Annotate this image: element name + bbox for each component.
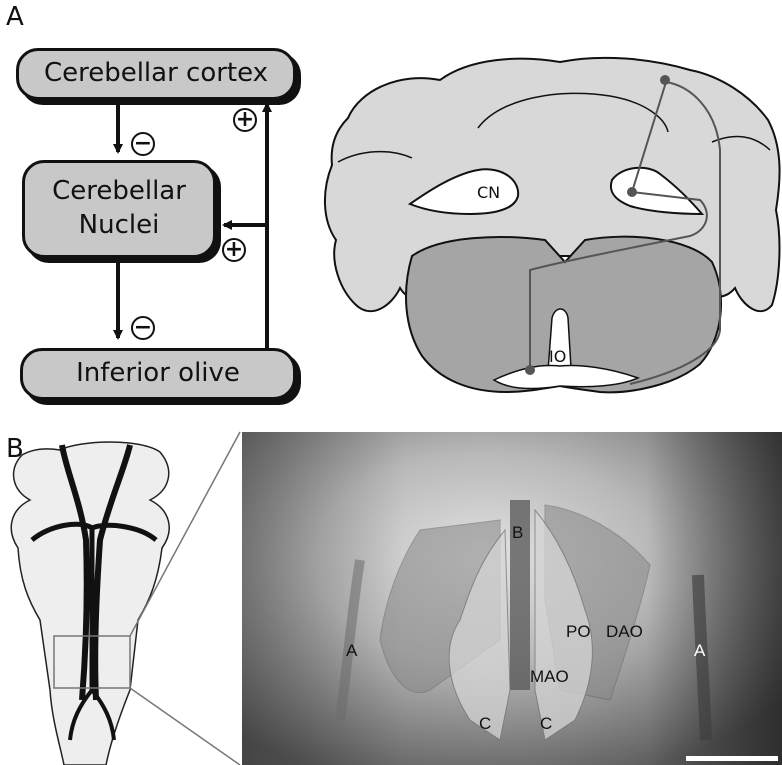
photo-label-po: PO xyxy=(566,622,591,642)
photo-label-mao: MAO xyxy=(530,667,569,687)
scale-bar xyxy=(686,756,778,761)
photo-label-c-left: C xyxy=(479,714,491,734)
photo-label-a-left: A xyxy=(346,641,357,661)
photo-label-c-right: C xyxy=(540,714,552,734)
photo-label-b: B xyxy=(512,523,523,543)
photo-label-a-right: A xyxy=(694,641,705,661)
photo-label-dao: DAO xyxy=(606,622,643,642)
